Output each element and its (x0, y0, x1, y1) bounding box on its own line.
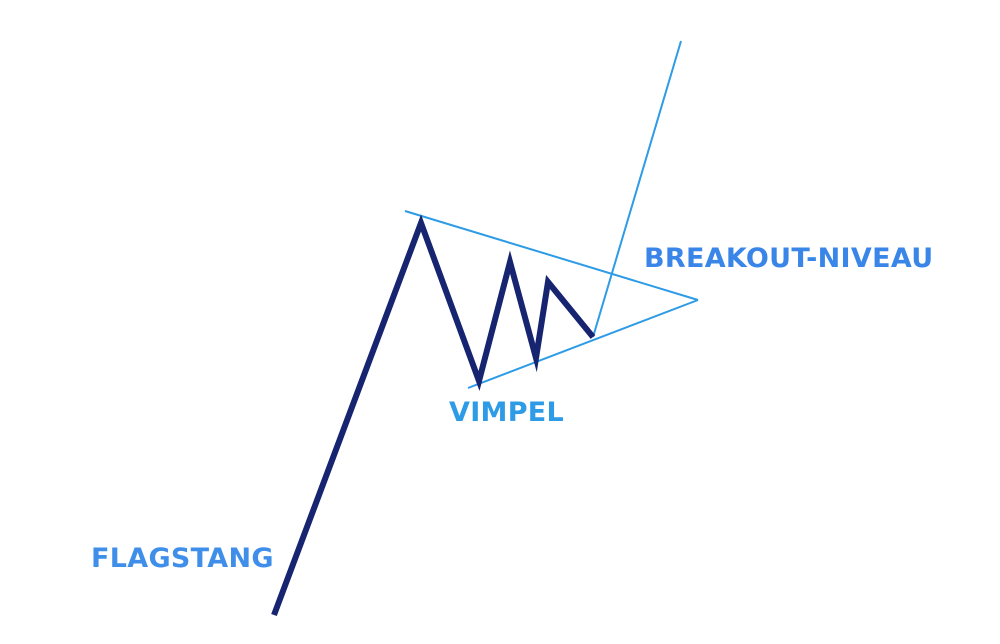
price-zigzag-line (271, 214, 596, 617)
breakout-level-label: BREAKOUT-NIVEAU (644, 243, 933, 274)
pennant-upper-trend-line (404, 210, 699, 301)
pennant-lower-trend-line (467, 299, 699, 389)
pennant-label: VIMPEL (449, 397, 564, 428)
breakout-line (592, 40, 682, 338)
flagpole-label: FLAGSTANG (91, 543, 274, 574)
